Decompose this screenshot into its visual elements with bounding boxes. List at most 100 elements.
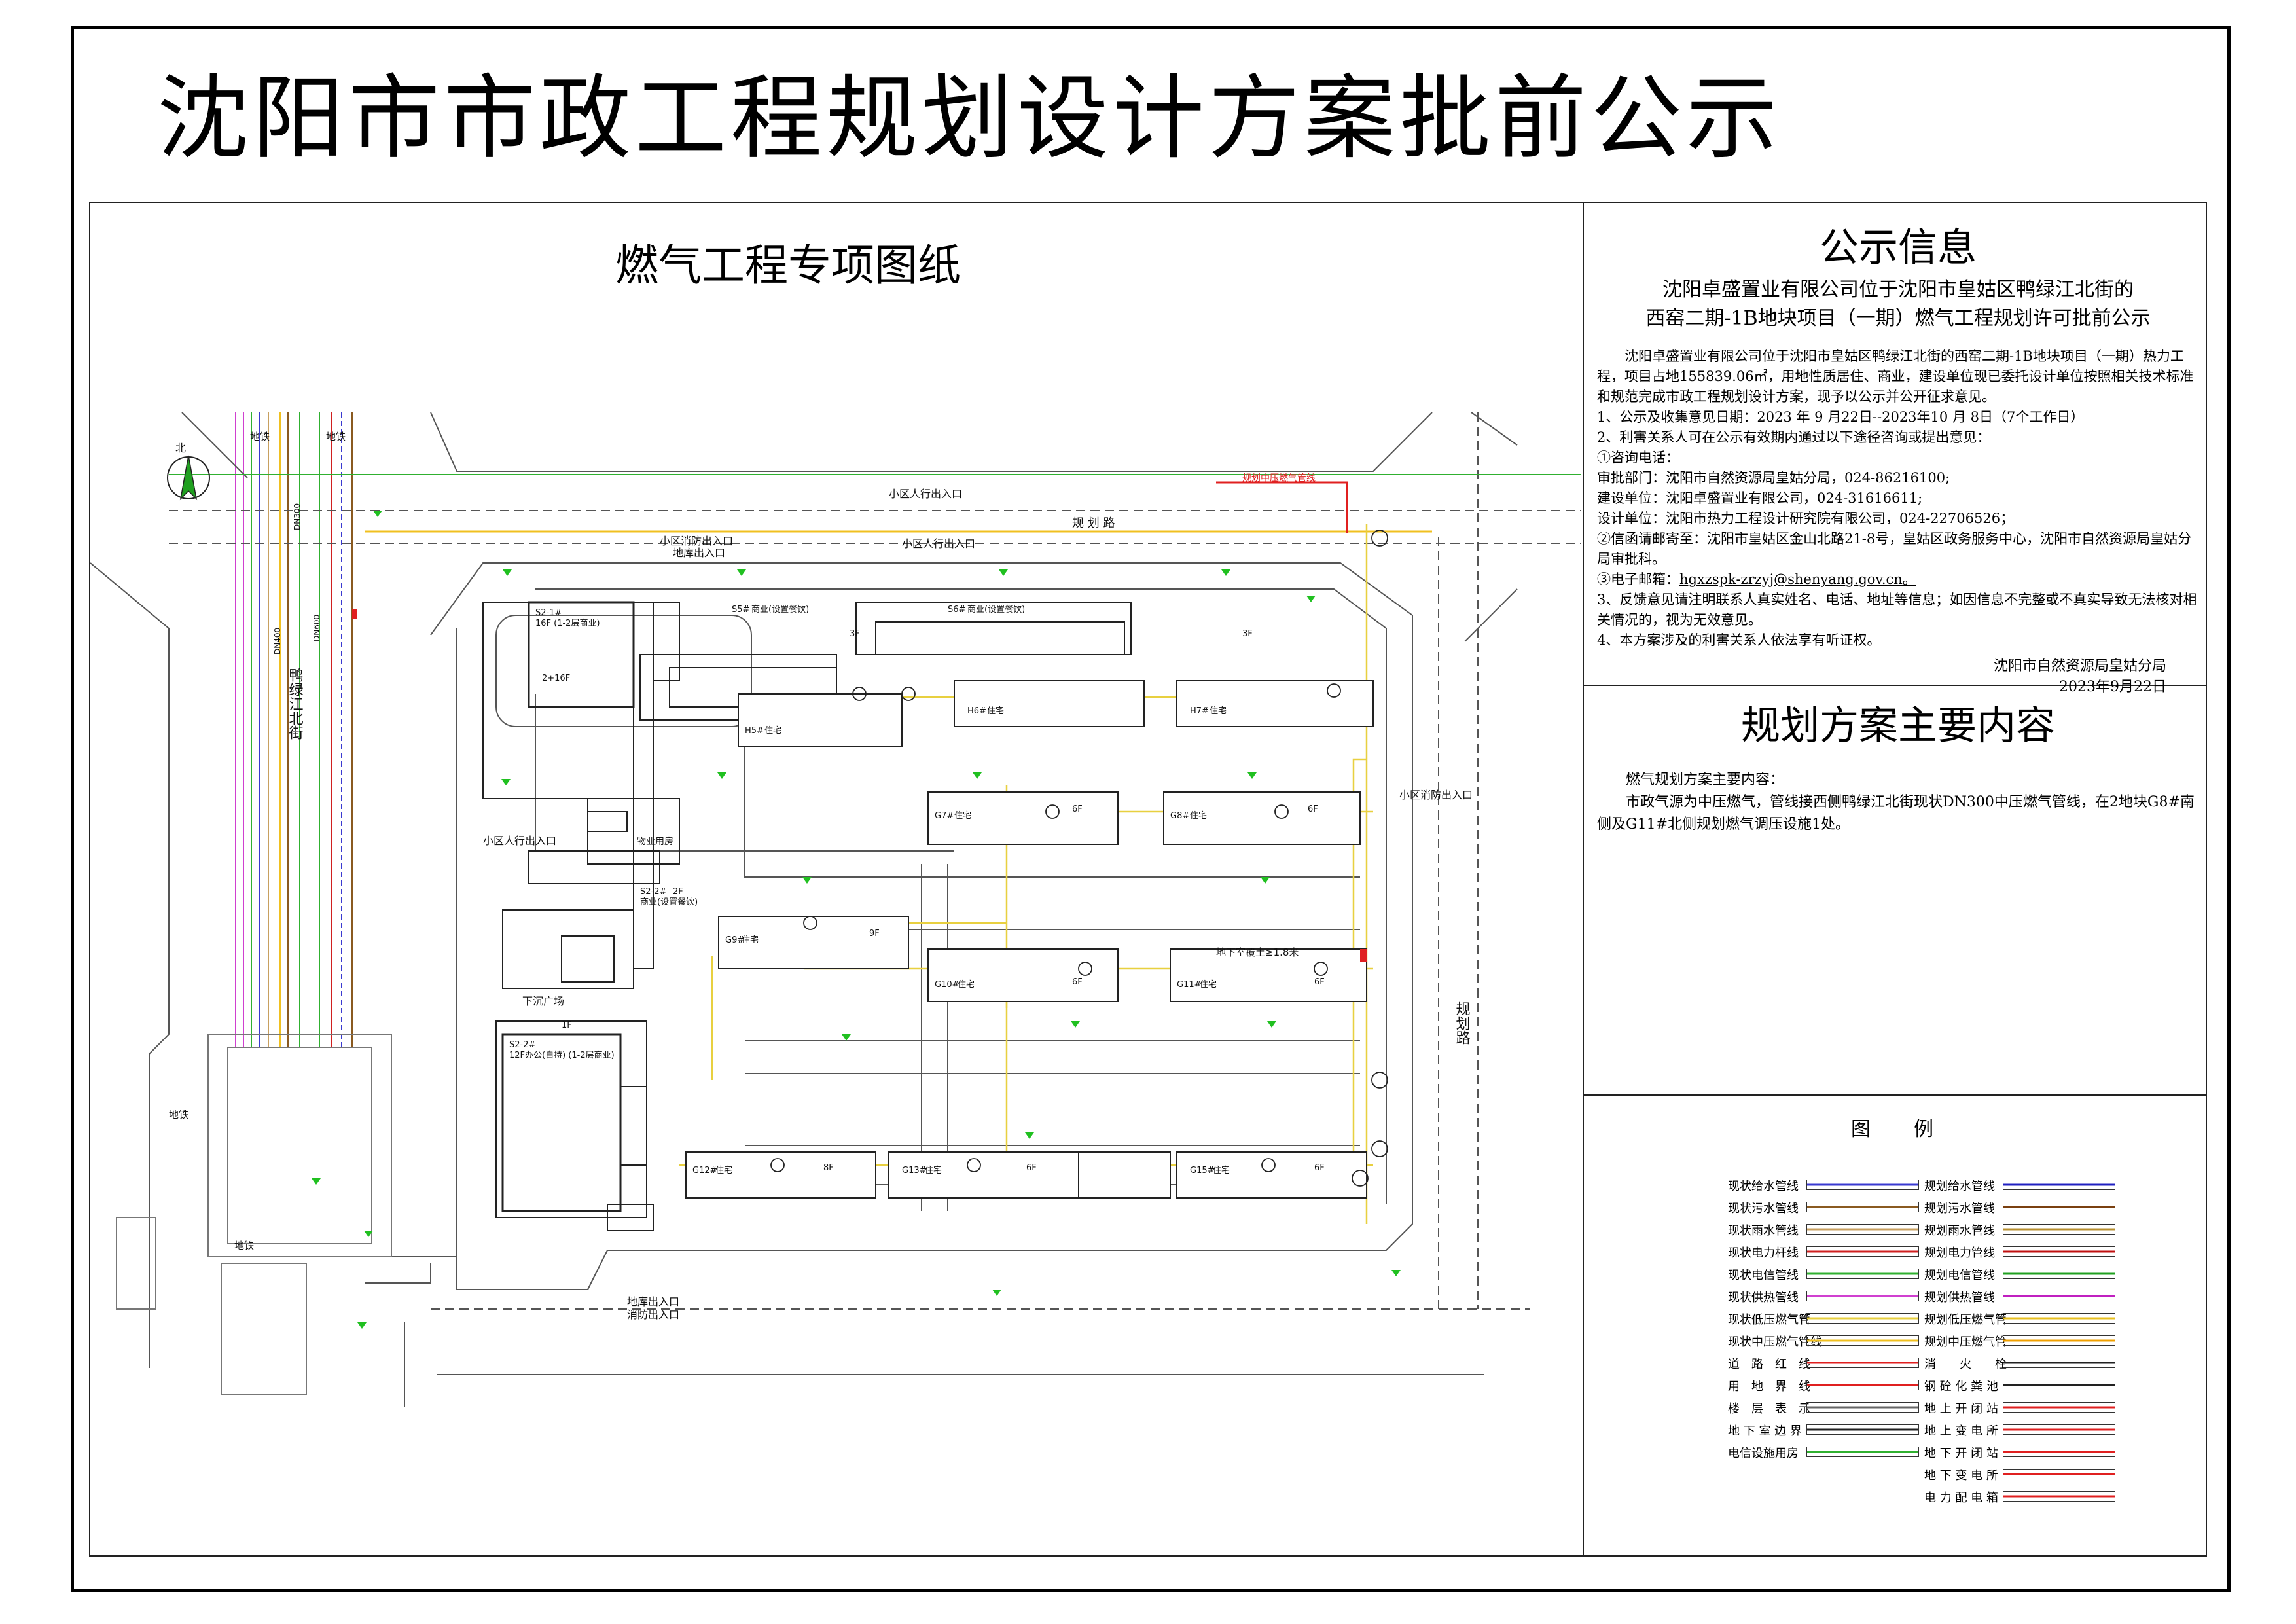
plan-summary-line: 市政气源为中压燃气，管线接西侧鸭绿江北街现状DN300中压燃气管线，在2地块G8… (1597, 794, 2195, 833)
legend-label: 地 下 开 闭 站 (1924, 1447, 1998, 1460)
notice-heading: 公示信息 (1820, 225, 1977, 271)
notice-subtitle: 西窑二期-1B地块项目（一期）燃气工程规划许可批前公示 (1645, 307, 2151, 330)
legend-swatch (1806, 1246, 1919, 1257)
legend-swatch (2003, 1269, 2115, 1279)
legend-label: 现状雨水管线 (1728, 1224, 1799, 1238)
legend-label: 规划供热管线 (1924, 1291, 1995, 1305)
building-label: S2-2# (509, 1040, 535, 1050)
legend-label: 道 路 红 线 (1728, 1358, 1810, 1371)
building-label: 2+16F (542, 674, 570, 683)
page-title: 沈阳市市政工程规划设计方案批前公示 (157, 65, 1782, 172)
building-label: G10# (935, 980, 960, 990)
building-label: 3F (850, 629, 860, 639)
legend-swatch (2003, 1380, 2115, 1390)
legend-label: 现状中压燃气管线 (1728, 1335, 1822, 1349)
building-label: S6# (948, 605, 965, 615)
building-label: 住宅 (742, 935, 759, 945)
section-divider (1583, 1094, 2207, 1096)
pipe-label: DN400 (273, 628, 282, 655)
legend-label: 现状低压燃气管 (1728, 1313, 1810, 1327)
basement-soil-label: 地下室覆土≥1.8米 (1216, 947, 1299, 958)
building-label: G9# (725, 935, 744, 945)
planned-road-label: 规 划 路 (1072, 516, 1115, 530)
legend-swatch (2003, 1358, 2115, 1368)
drawing-title: 燃气工程专项图纸 (615, 240, 961, 291)
legend-swatch (1806, 1202, 1919, 1212)
building-label: S2-2# (640, 887, 666, 897)
building-label: 6F (1314, 977, 1325, 987)
email-link[interactable]: hgxzspk-zrzyj@shenyang.gov.cn。 (1679, 571, 1916, 587)
building-label: S2-1# (535, 608, 562, 618)
legend-label: 钢 砼 化 粪 池 (1924, 1380, 1998, 1394)
building-label: 6F (1072, 977, 1083, 987)
plan-summary-body: 燃气规划方案主要内容： 市政气源为中压燃气，管线接西侧鸭绿江北街现状DN300中… (1597, 769, 2199, 836)
entrance-label: 小区消防出入口 (660, 535, 733, 547)
street-label: 鸭绿江北街 (287, 668, 304, 740)
legend-swatch (2003, 1202, 2115, 1212)
building-label: G8# (1170, 811, 1189, 821)
entrance-label: 消防出入口 (627, 1308, 679, 1321)
legend-label: 现状给水管线 (1728, 1180, 1799, 1193)
building-label: 8F (823, 1163, 834, 1173)
legend-swatch (2003, 1224, 2115, 1235)
legend-label: 用 地 界 线 (1728, 1380, 1810, 1394)
section-divider (1583, 685, 2207, 686)
building-label: H7# (1190, 706, 1209, 716)
legend-swatch (2003, 1469, 2115, 1479)
site-plan: 北 规 划 路 规划中压燃气管线 小区人行出入口 小区消防出入口 地库出入口 小… (90, 412, 1581, 1407)
notice-item: 2、利害关系人可在公示有效期内通过以下途径咨询或提出意见： (1597, 429, 1991, 445)
legend-swatch (2003, 1402, 2115, 1413)
legend-swatch (1806, 1269, 1919, 1279)
sign-org: 沈阳市自然资源局皇姑分局 (1993, 658, 2166, 674)
legend-label: 规划中压燃气管 (1924, 1335, 2007, 1349)
legend-label: 规划雨水管线 (1924, 1224, 1995, 1238)
building-label: 住宅 (958, 980, 975, 990)
building-label: 6F (1072, 804, 1083, 814)
legend-swatch (1806, 1313, 1919, 1324)
consult-line: 设计单位：沈阳市热力工程设计研究院有限公司，024-22706526； (1597, 511, 2015, 526)
building-label: H5# (745, 726, 764, 736)
email-label: ③电子邮箱： (1597, 571, 1679, 587)
building-label: 住宅 (764, 726, 781, 736)
building-label: 商业(设置餐饮) (640, 897, 698, 907)
legend-swatch (1806, 1358, 1919, 1368)
north-label: 北 (175, 442, 186, 454)
yalujiang-street-lines (235, 412, 353, 1047)
entrance-label: 小区人行出入口 (889, 488, 962, 500)
legend-label: 楼 层 表 示 (1728, 1402, 1810, 1416)
building-label: H6# (967, 706, 986, 716)
building-label: 住宅 (1210, 706, 1227, 716)
building-label: 住宅 (925, 1166, 942, 1176)
entrance-label: 小区人行出入口 (483, 835, 556, 847)
entrance-label: 小区人行出入口 (902, 537, 975, 550)
legend-swatch (1806, 1380, 1919, 1390)
metro-label: 地铁 (169, 1109, 188, 1121)
legend-swatch (1806, 1402, 1919, 1413)
building-label: G7# (935, 811, 954, 821)
legend-swatch (2003, 1335, 2115, 1346)
building-label: 6F (1308, 804, 1318, 814)
legend-label: 电 力 配 电 箱 (1924, 1491, 1998, 1505)
pipe-label: DN600 (312, 615, 321, 641)
legend-label: 电信设施用房 (1728, 1447, 1799, 1460)
building-label: 2F (673, 887, 683, 897)
legend-label: 现状电信管线 (1728, 1269, 1799, 1282)
building-label: G12# (692, 1166, 717, 1176)
legend-label: 规划电力管线 (1924, 1246, 1995, 1260)
building-label: 住宅 (1213, 1166, 1230, 1176)
metro-label: 地铁 (326, 431, 346, 442)
legend-swatch (1806, 1180, 1919, 1190)
consult-line: 建设单位：沈阳卓盛置业有限公司，024-31616611; (1597, 490, 1923, 506)
legend-label: 现状污水管线 (1728, 1202, 1799, 1216)
building-label: S5# (732, 605, 749, 615)
plan-summary-line: 燃气规划方案主要内容： (1626, 772, 1785, 788)
legend-heading: 图 例 (1851, 1118, 1945, 1141)
sign-date: 2023年9月22日 (2059, 679, 2166, 695)
legend-swatch (2003, 1291, 2115, 1301)
entrance-label: 地库出入口 (627, 1295, 679, 1308)
building-label: 6F (1026, 1163, 1037, 1173)
building-label: 商业(设置餐饮) (751, 604, 809, 615)
legend-label: 现状电力杆线 (1728, 1246, 1799, 1260)
plan-summary-panel: 规划方案主要内容 燃气规划方案主要内容： 市政气源为中压燃气，管线接西侧鸭绿江北… (1597, 694, 2199, 836)
legend-swatch (1806, 1335, 1919, 1346)
